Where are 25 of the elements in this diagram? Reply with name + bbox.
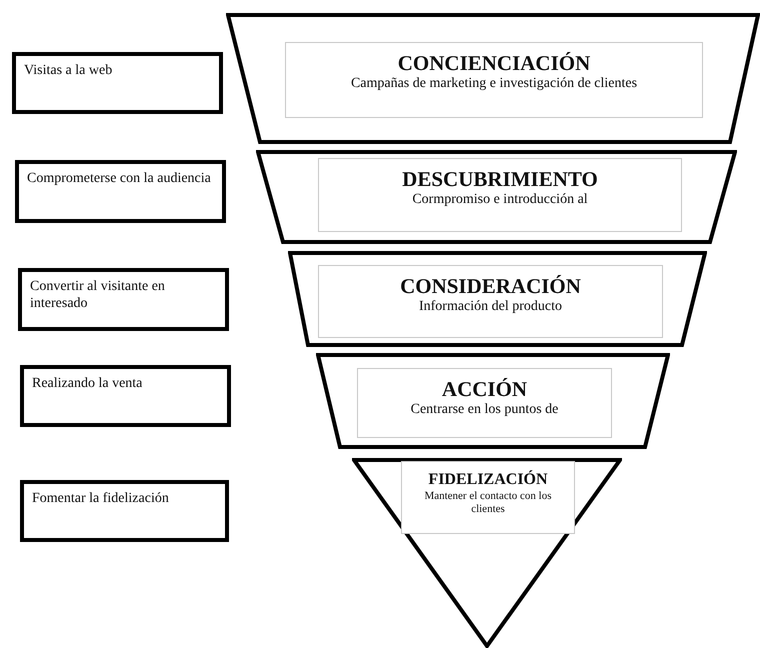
description-box: Realizando la venta <box>20 365 231 427</box>
stage-title: CONCIENCIACIÓN <box>398 51 590 75</box>
funnel-band <box>288 251 707 347</box>
stage-title: CONSIDERACIÓN <box>400 274 581 298</box>
stage-card <box>318 158 682 232</box>
stage-card <box>285 42 703 118</box>
funnel-band <box>316 353 670 449</box>
funnel-tip <box>352 458 622 648</box>
funnel-band <box>226 13 760 144</box>
stage-title: ACCIÓN <box>442 377 528 401</box>
stage-card <box>318 265 663 338</box>
stage-description: Información del producto <box>418 298 562 315</box>
stage-title: DESCUBRIMIENTO <box>402 167 598 191</box>
description-box: Comprometerse con la audiencia <box>15 160 226 223</box>
stage-description: Cormpromiso e introducción al <box>412 191 588 208</box>
description-box: Convertir al visitante en interesado <box>18 268 229 331</box>
stage-description: Mantener el contacto con los clientes <box>423 490 553 516</box>
stage-description: Centrarse en los puntos de <box>410 401 558 418</box>
description-box: Fomentar la fidelización <box>20 480 229 542</box>
funnel-band <box>256 150 737 244</box>
stage-card <box>401 461 575 534</box>
description-box: Visitas a la web <box>12 52 223 114</box>
stage-description: Campañas de marketing e investigación de clientes <box>350 75 638 92</box>
stage-card <box>357 368 612 438</box>
stage-title: FIDELIZACIÓN <box>428 470 548 490</box>
